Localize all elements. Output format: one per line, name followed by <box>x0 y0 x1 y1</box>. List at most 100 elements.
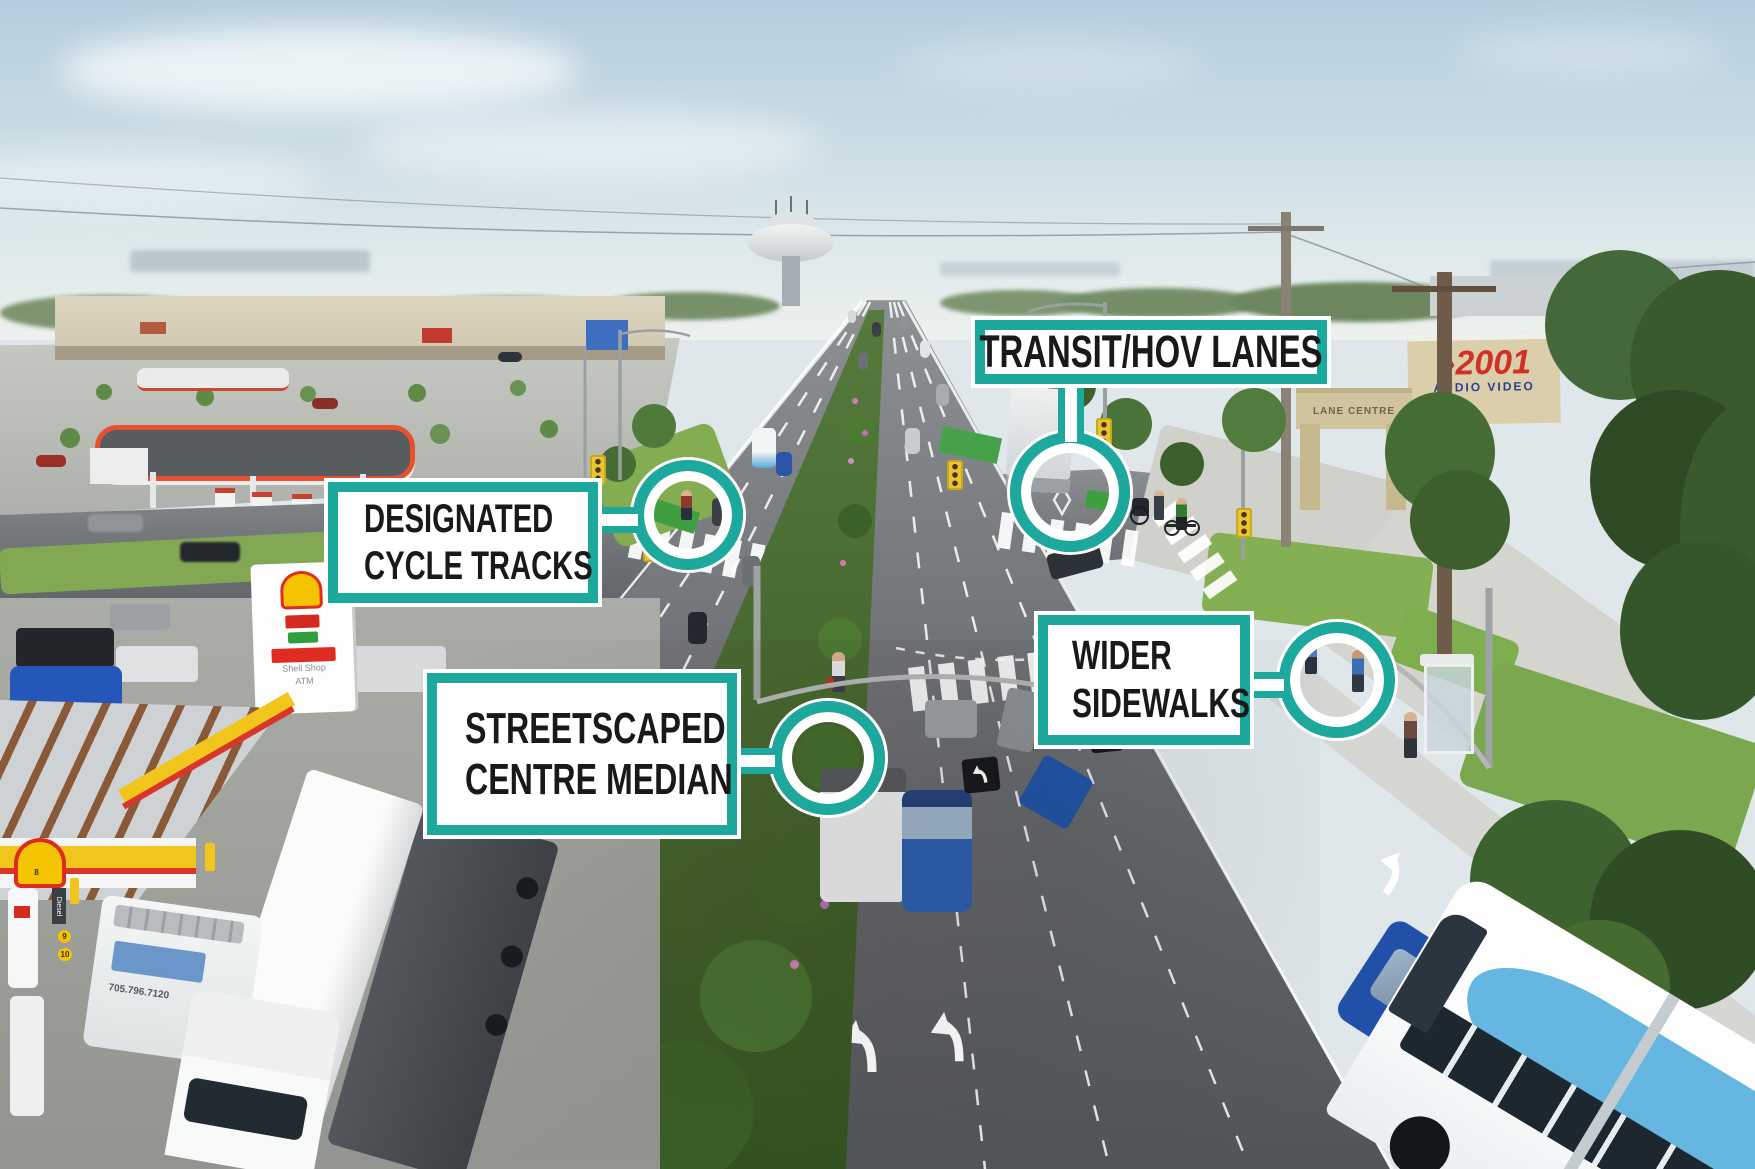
shell-logo-icon <box>14 838 66 888</box>
parking-tree <box>510 380 526 396</box>
moving-car <box>180 542 240 562</box>
water-tower-stem <box>782 256 800 306</box>
trailer-wheel <box>513 874 541 902</box>
gateway-pillar <box>1300 424 1320 510</box>
boulevard-tree <box>1160 442 1204 486</box>
pylon-text-line: ATM <box>295 675 314 686</box>
callout-connector-sidewalks <box>1246 672 1284 698</box>
distant-car <box>920 340 930 358</box>
median-tree <box>700 940 812 1052</box>
turn-arrow-sign <box>961 756 1001 794</box>
tree-mass <box>1222 388 1286 452</box>
cloud <box>60 28 580 112</box>
parked-car <box>110 604 170 630</box>
fuel-pump <box>8 888 38 988</box>
boulevard-tree <box>632 404 676 448</box>
truck-windshield <box>182 1077 309 1142</box>
utility-pole-crossarm <box>1392 286 1496 292</box>
bus-shelter <box>1424 664 1474 754</box>
median-flowers <box>862 430 868 436</box>
parking-tree <box>300 386 316 402</box>
distant-buildings <box>130 250 370 272</box>
fuel-price-regular <box>285 614 320 629</box>
water-tower-antenna <box>790 196 792 216</box>
gateway-sign-text: LANE CENTRE <box>1312 405 1396 417</box>
callout-connector-transit <box>1058 382 1084 442</box>
cloud <box>1460 30 1720 76</box>
bicycle-wheel <box>1184 520 1200 536</box>
distant-car <box>900 316 908 330</box>
traffic-signal <box>590 455 606 485</box>
parking-tree <box>430 424 450 444</box>
car <box>776 452 792 476</box>
callout-label: TRANSIT/HOV LANES <box>979 325 1323 377</box>
car <box>905 428 920 454</box>
median-flowers <box>852 398 858 404</box>
canopy-column: Diesel <box>52 888 66 924</box>
cloud <box>900 40 1200 90</box>
bicycle <box>1166 524 1196 527</box>
canopy-fascia-red <box>0 868 196 874</box>
parking-tree <box>60 428 80 448</box>
callout-circle-transit-hov <box>1010 432 1130 552</box>
diesel-label: Diesel <box>55 896 63 916</box>
utility-pole-crossarm <box>1248 226 1324 231</box>
pump-number-tag: 10 <box>58 948 72 961</box>
parked-car <box>498 352 522 362</box>
transit-bus-small <box>752 428 776 468</box>
callout-label-line1: WIDER <box>1072 632 1172 679</box>
petro-canada-small-canopy <box>137 368 289 391</box>
distant-buildings <box>940 262 1120 276</box>
fuel-pump <box>10 996 44 1116</box>
median-tree <box>838 504 872 538</box>
callout-streetscaped-centre-median: STREETSCAPED CENTRE MEDIAN <box>427 673 737 835</box>
callout-connector-cycle <box>594 507 638 533</box>
callout-label-line2: CYCLE TRACKS <box>364 543 593 588</box>
callout-circle-centre-median <box>771 701 885 815</box>
fuel-price-diesel <box>287 631 319 644</box>
median-flowers <box>820 900 829 909</box>
yellow-bollard <box>70 878 79 904</box>
water-tower-antenna <box>775 200 777 216</box>
parking-tree <box>96 384 112 400</box>
distant-car <box>872 322 881 337</box>
parking-tree <box>540 420 558 438</box>
callout-label-line1: STREETSCAPED <box>465 703 726 753</box>
median-flowers <box>840 560 846 566</box>
callout-wider-sidewalks: WIDER SIDEWALKS <box>1038 615 1250 745</box>
callout-label-line2: SIDEWALKS <box>1072 680 1250 726</box>
left-turn-arrow-icon <box>972 765 988 783</box>
water-tower-bowl <box>748 224 834 262</box>
cloud <box>360 110 820 180</box>
callout-label-line2: CENTRE MEDIAN <box>465 755 733 804</box>
callout-circle-wider-sidewalks <box>1279 622 1395 738</box>
silver-car <box>925 700 977 738</box>
tree-mass <box>1410 470 1510 570</box>
callout-transit-hov-lanes: TRANSIT/HOV LANES <box>975 320 1327 384</box>
blue-sedan <box>902 790 972 912</box>
distant-car <box>858 352 868 370</box>
callout-label-line1: DESIGNATED <box>364 497 554 542</box>
trailer-wheel <box>498 942 526 971</box>
distant-car <box>848 310 856 323</box>
boulevard-tree <box>600 446 636 482</box>
store-sign-red <box>422 328 452 343</box>
van-logo <box>110 940 207 984</box>
traffic-signal <box>947 460 963 490</box>
car <box>936 384 949 406</box>
cloud <box>0 150 320 210</box>
parked-car <box>36 455 66 467</box>
pump-number-tag: 9 <box>58 930 71 943</box>
parked-car <box>312 398 338 409</box>
pump-red-detail <box>14 906 30 918</box>
median-flowers <box>848 458 854 464</box>
bicycle-wheel <box>1164 520 1180 536</box>
store-number: 2001 <box>1455 343 1532 383</box>
white-car <box>116 646 198 682</box>
callout-connector-median <box>733 748 775 774</box>
pump-number-tag: 8 <box>30 866 43 879</box>
wheelchair-wheel <box>1130 506 1149 525</box>
moving-car <box>88 514 143 532</box>
parking-tree <box>408 384 426 402</box>
